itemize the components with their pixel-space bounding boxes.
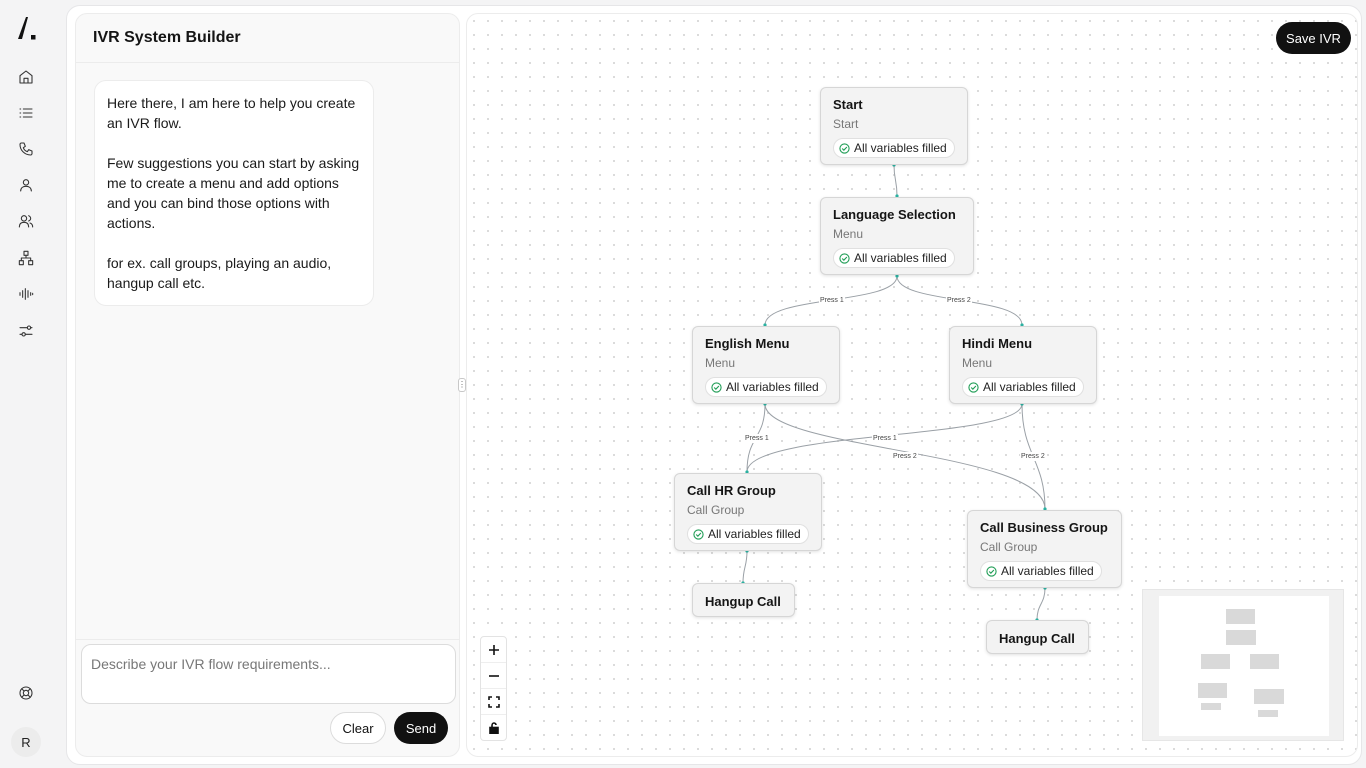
status-badge: All variables filled — [980, 561, 1102, 581]
status-text: All variables filled — [854, 141, 947, 155]
sidebar: R — [0, 0, 54, 768]
sliders-icon[interactable] — [15, 320, 37, 342]
status-badge: All variables filled — [833, 138, 955, 158]
status-text: All variables filled — [726, 380, 819, 394]
node-title: Language Selection — [833, 207, 956, 222]
assistant-message: Here there, I am here to help you create… — [94, 80, 374, 306]
edge-label: Press 2 — [1020, 452, 1046, 461]
node-hangup-call[interactable]: Hangup Call — [692, 583, 795, 617]
status-text: All variables filled — [1001, 564, 1094, 578]
node-title: Hangup Call — [705, 594, 781, 609]
minimap-node — [1198, 683, 1227, 698]
node-type: Call Group — [980, 540, 1038, 554]
minimap-node — [1201, 654, 1230, 669]
edge-label: Press 1 — [819, 296, 845, 305]
check-circle-icon — [839, 142, 850, 154]
minimap-node — [1201, 703, 1221, 710]
node-call-hr-group[interactable]: Call HR Group Call Group All variables f… — [674, 473, 822, 551]
canvas-controls — [480, 636, 507, 741]
message-paragraph: Here there, I am here to help you create… — [107, 95, 356, 131]
check-circle-icon — [693, 528, 704, 540]
chat-input[interactable] — [81, 644, 456, 704]
node-english-menu[interactable]: English Menu Menu All variables filled — [692, 326, 840, 404]
home-icon[interactable] — [15, 66, 37, 88]
divider — [76, 639, 459, 640]
check-circle-icon — [968, 381, 979, 393]
node-call-business-group[interactable]: Call Business Group Call Group All varia… — [967, 510, 1122, 588]
node-language-selection[interactable]: Language Selection Menu All variables fi… — [820, 197, 974, 275]
node-type: Menu — [705, 356, 736, 370]
node-type: Call Group — [687, 503, 745, 517]
node-type: Menu — [833, 227, 864, 241]
avatar[interactable]: R — [11, 727, 41, 757]
minimap-node — [1258, 710, 1278, 717]
lock-icon[interactable] — [481, 715, 506, 741]
message-paragraph: for ex. call groups, playing an audio, h… — [107, 255, 332, 291]
node-hangup-call[interactable]: Hangup Call — [986, 620, 1089, 654]
node-title: Hindi Menu — [962, 336, 1033, 351]
status-text: All variables filled — [854, 251, 947, 265]
check-circle-icon — [986, 565, 997, 577]
node-type: Menu — [962, 356, 993, 370]
chat-panel: IVR System Builder Here there, I am here… — [75, 13, 460, 757]
fit-view-icon[interactable] — [481, 689, 506, 715]
node-title: Call HR Group — [687, 483, 776, 498]
audio-wave-icon[interactable] — [15, 283, 37, 305]
minus-icon[interactable] — [481, 663, 506, 689]
status-badge: All variables filled — [962, 377, 1084, 397]
user-icon[interactable] — [15, 174, 37, 196]
node-hindi-menu[interactable]: Hindi Menu Menu All variables filled — [949, 326, 1097, 404]
node-type: Start — [833, 117, 859, 131]
check-circle-icon — [711, 381, 722, 393]
node-title: Hangup Call — [999, 631, 1075, 646]
avatar-initial: R — [21, 734, 31, 750]
lifebuoy-icon[interactable] — [15, 682, 37, 704]
grip-icon: ⋮ — [458, 380, 466, 389]
minimap-node — [1254, 689, 1284, 704]
node-title: English Menu — [705, 336, 790, 351]
minimap-node — [1226, 630, 1256, 645]
plus-icon[interactable] — [481, 637, 506, 663]
save-ivr-button[interactable]: Save IVR — [1276, 22, 1351, 54]
minimap-node — [1226, 609, 1255, 624]
panel-resize-handle[interactable]: ⋮ — [458, 378, 466, 392]
edge-label: Press 2 — [892, 452, 918, 461]
minimap[interactable] — [1142, 589, 1344, 741]
edge-label: Press 1 — [872, 434, 898, 443]
phone-icon[interactable] — [15, 138, 37, 160]
list-icon[interactable] — [15, 102, 37, 124]
flow-icon[interactable] — [15, 247, 37, 269]
status-badge: All variables filled — [833, 248, 955, 268]
status-text: All variables filled — [708, 527, 801, 541]
brand-logo[interactable] — [15, 14, 39, 42]
message-paragraph: Few suggestions you can start by asking … — [107, 155, 360, 231]
node-start[interactable]: Start Start All variables filled — [820, 87, 968, 165]
check-circle-icon — [839, 252, 850, 264]
users-icon[interactable] — [15, 210, 37, 232]
minimap-node — [1250, 654, 1279, 669]
clear-button[interactable]: Clear — [330, 712, 386, 744]
node-title: Call Business Group — [980, 520, 1108, 535]
node-title: Start — [833, 97, 863, 112]
edge-label: Press 1 — [744, 434, 770, 443]
edge-label: Press 2 — [946, 296, 972, 305]
status-text: All variables filled — [983, 380, 1076, 394]
send-button[interactable]: Send — [394, 712, 448, 744]
divider — [76, 62, 459, 63]
status-badge: All variables filled — [687, 524, 809, 544]
status-badge: All variables filled — [705, 377, 827, 397]
page-title: IVR System Builder — [93, 29, 241, 46]
